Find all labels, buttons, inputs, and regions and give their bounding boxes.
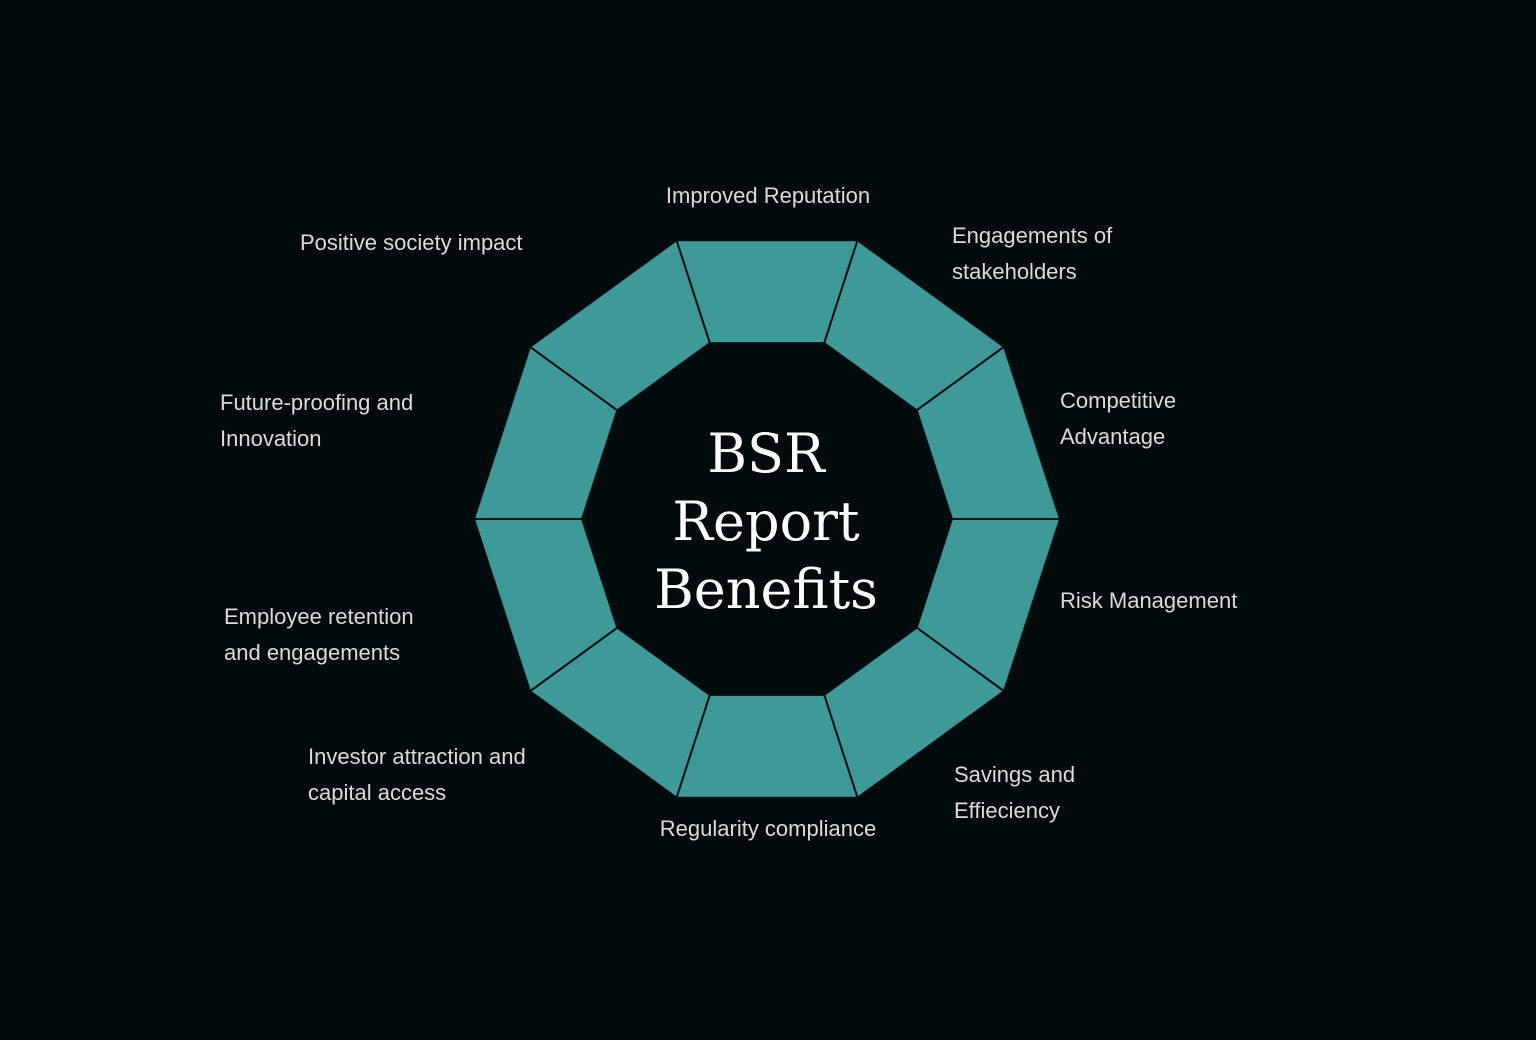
label-line: Competitive	[1060, 388, 1177, 413]
label-engagements-of-stakeholders: Engagements of stakeholders	[952, 218, 1112, 290]
label-line: and engagements	[224, 640, 401, 665]
label-line: Advantage	[1060, 424, 1166, 449]
label-risk-management: Risk Management	[1060, 583, 1237, 619]
label-regularity-compliance: Regularity compliance	[652, 811, 884, 847]
label-line: Regularity compliance	[659, 816, 877, 841]
label-line: Positive society impact	[300, 230, 523, 255]
center-title: BSR Report Benefits	[566, 420, 966, 624]
label-positive-society-impact: Positive society impact	[300, 225, 523, 261]
ring-segment-10	[529, 239, 711, 412]
label-line: capital access	[308, 780, 447, 805]
label-line: Risk Management	[1060, 588, 1238, 613]
label-line: Savings and	[954, 762, 1076, 787]
label-line: stakeholders	[952, 259, 1077, 284]
label-line: Innovation	[220, 426, 322, 451]
center-title-line-1: BSR	[707, 422, 825, 485]
label-line: Employee retention	[224, 604, 414, 629]
label-line: Investor attraction and	[308, 744, 526, 769]
center-title-line-3: Benefits	[654, 558, 878, 621]
label-investor-attraction: Investor attraction and capital access	[308, 739, 526, 811]
label-employee-retention: Employee retention and engagements	[224, 599, 414, 671]
center-title-line-2: Report	[672, 490, 860, 553]
label-future-proofing: Future-proofing and Innovation	[220, 385, 413, 457]
label-line: Engagements of	[952, 223, 1113, 248]
label-line: Effieciency	[954, 798, 1060, 823]
label-savings-and-efficiency: Savings and Effieciency	[954, 757, 1075, 829]
label-line: Improved Reputation	[665, 183, 871, 208]
label-competitive-advantage: Competitive Advantage	[1060, 383, 1176, 455]
label-line: Future-proofing and	[220, 390, 414, 415]
label-improved-reputation: Improved Reputation	[656, 178, 880, 214]
